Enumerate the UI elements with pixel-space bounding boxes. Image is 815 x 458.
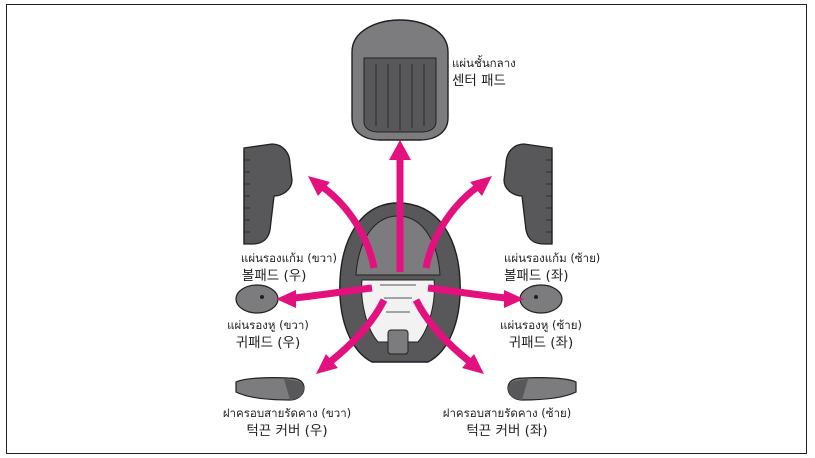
center-pad-thai: แผ่นชั้นกลาง	[452, 58, 516, 70]
cheek-pad-left-thai: แผ่นรองแก้ม (ซ้าย)	[504, 253, 600, 265]
ear-pad-left-thai: แผ่นรองหู (ซ้าย)	[487, 320, 595, 332]
chin-strap-cover-right-thai: ฝาครอบสายรัดคาง (ขวา)	[202, 408, 372, 420]
ear-pad-right-thai: แผ่นรองหู (ขวา)	[218, 320, 318, 332]
chin-strap-cover-left-illustration	[508, 378, 576, 400]
chin-strap-cover-left-korean: 턱끈 커버 (좌)	[422, 425, 592, 439]
cheek-pad-left-korean: 볼패드 (좌)	[504, 270, 600, 284]
cheek-pad-left-label: แผ่นรองแก้ม (ซ้าย) 볼패드 (좌)	[504, 253, 600, 283]
cheek-pad-right-label: แผ่นรองแก้ม (ขวา) 볼패드 (우)	[241, 253, 337, 283]
cheek-pad-right-illustration	[244, 144, 292, 244]
ear-pad-left-korean: 귀패드 (좌)	[487, 337, 595, 351]
center-pad-korean: 센터 패드	[452, 75, 516, 89]
ear-pad-right-illustration	[236, 285, 278, 313]
chin-strap-cover-left-label: ฝาครอบสายรัดคาง (ซ้าย) 턱끈 커버 (좌)	[422, 408, 592, 438]
cheek-pad-right-korean: 볼패드 (우)	[241, 270, 337, 284]
chin-strap-cover-right-korean: 턱끈 커버 (우)	[202, 425, 372, 439]
ear-pad-left-label: แผ่นรองหู (ซ้าย) 귀패드 (좌)	[487, 320, 595, 350]
chin-strap-cover-right-illustration	[236, 378, 304, 400]
cheek-pad-right-thai: แผ่นรองแก้ม (ขวา)	[241, 253, 337, 265]
ear-pad-right-korean: 귀패드 (우)	[218, 337, 318, 351]
chin-strap-cover-left-thai: ฝาครอบสายรัดคาง (ซ้าย)	[422, 408, 592, 420]
chin-strap-cover-right-label: ฝาครอบสายรัดคาง (ขวา) 턱끈 커버 (우)	[202, 408, 372, 438]
cheek-pad-left-illustration	[504, 144, 552, 244]
center-pad-label: แผ่นชั้นกลาง 센터 패드	[452, 58, 516, 88]
ear-pad-left-illustration	[520, 285, 562, 313]
ear-pad-right-label: แผ่นรองหู (ขวา) 귀패드 (우)	[218, 320, 318, 350]
center-pad-illustration	[352, 20, 448, 140]
